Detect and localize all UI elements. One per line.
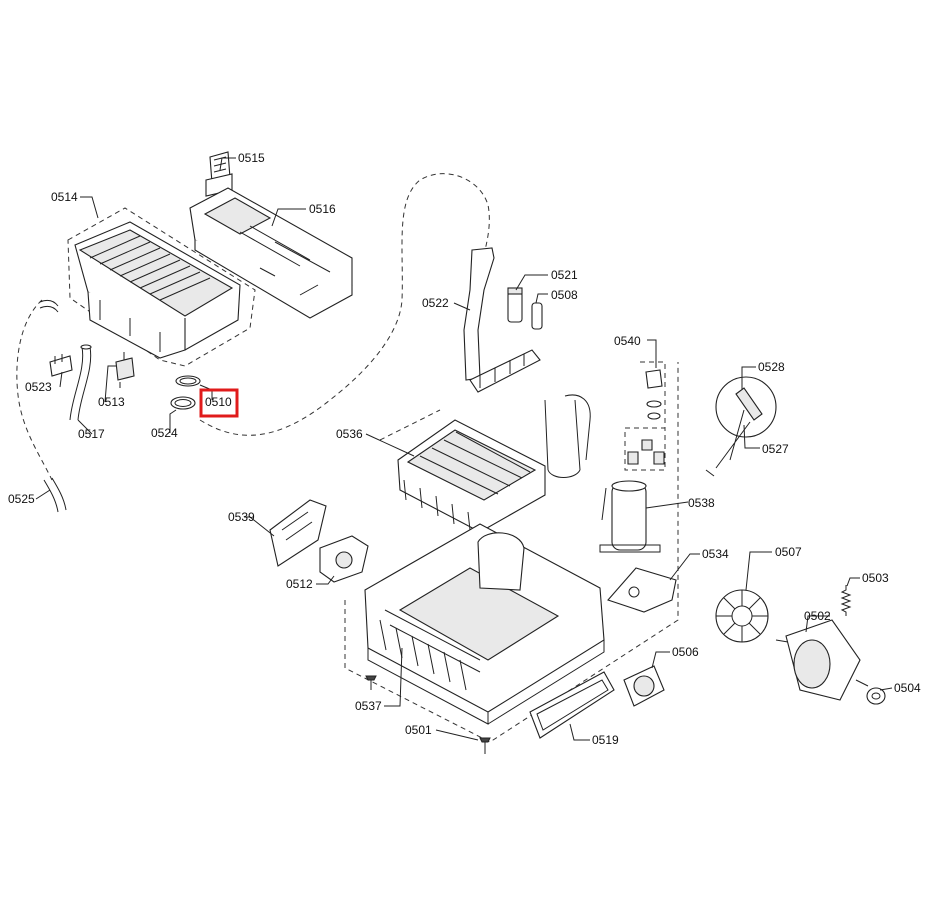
label-0508: 0508	[551, 288, 578, 302]
label-0515: 0515	[238, 151, 265, 165]
highlight-box-0510	[199, 388, 239, 418]
label-0504: 0504	[894, 681, 921, 695]
gasket-ring	[170, 396, 196, 410]
drain-hose	[69, 346, 92, 421]
label-0540: 0540	[614, 334, 641, 348]
label-0507: 0507	[775, 545, 802, 559]
pulley	[866, 687, 886, 705]
tension-spring	[840, 585, 852, 616]
label-0506: 0506	[672, 645, 699, 659]
screw-0537	[365, 675, 377, 690]
condensate-container	[189, 187, 353, 319]
label-0514: 0514	[51, 190, 78, 204]
valve-group	[624, 361, 666, 471]
control-module	[269, 499, 327, 567]
label-0524: 0524	[151, 426, 178, 440]
label-0523: 0523	[25, 380, 52, 394]
label-0510: 0510	[205, 395, 232, 409]
label-0502: 0502	[804, 609, 831, 623]
drive-motor	[775, 619, 869, 701]
clip-part	[49, 354, 73, 377]
heat-exchanger	[397, 394, 591, 533]
water-tank-housing	[67, 207, 256, 367]
base-frame	[344, 362, 679, 743]
part-labels: 0514 0515 0516 0521 0508 0522 0540 0528 …	[8, 151, 921, 747]
label-0521: 0521	[551, 268, 578, 282]
connecting-hose	[39, 299, 59, 313]
label-0534: 0534	[702, 547, 729, 561]
float-sensor	[115, 352, 135, 388]
label-0516: 0516	[309, 202, 336, 216]
label-0512: 0512	[286, 577, 313, 591]
label-0517: 0517	[78, 427, 105, 441]
air-duct-pipe	[463, 247, 541, 393]
seal-ring	[175, 375, 201, 387]
door-gasket	[529, 671, 615, 739]
capacitor	[507, 287, 523, 323]
label-0527: 0527	[762, 442, 789, 456]
small-capacitor	[531, 302, 543, 330]
label-0528: 0528	[758, 360, 785, 374]
screw-0501	[479, 737, 491, 754]
label-0522: 0522	[422, 296, 449, 310]
label-0525: 0525	[8, 492, 35, 506]
label-0519: 0519	[592, 733, 619, 747]
leader-lines	[35, 157, 893, 741]
mounting-plate	[607, 567, 677, 613]
compressor	[599, 480, 661, 553]
label-0501: 0501	[405, 723, 432, 737]
cooling-fan	[623, 665, 665, 707]
sensor-detail-circle	[705, 376, 777, 477]
label-0503: 0503	[862, 571, 889, 585]
solenoid-valve	[319, 535, 369, 583]
label-0536: 0536	[336, 427, 363, 441]
label-0539: 0539	[228, 510, 255, 524]
label-0513: 0513	[98, 395, 125, 409]
label-0538: 0538	[688, 496, 715, 510]
fan-impeller	[715, 589, 769, 643]
label-0537: 0537	[355, 699, 382, 713]
hose-route-line	[16, 173, 490, 481]
